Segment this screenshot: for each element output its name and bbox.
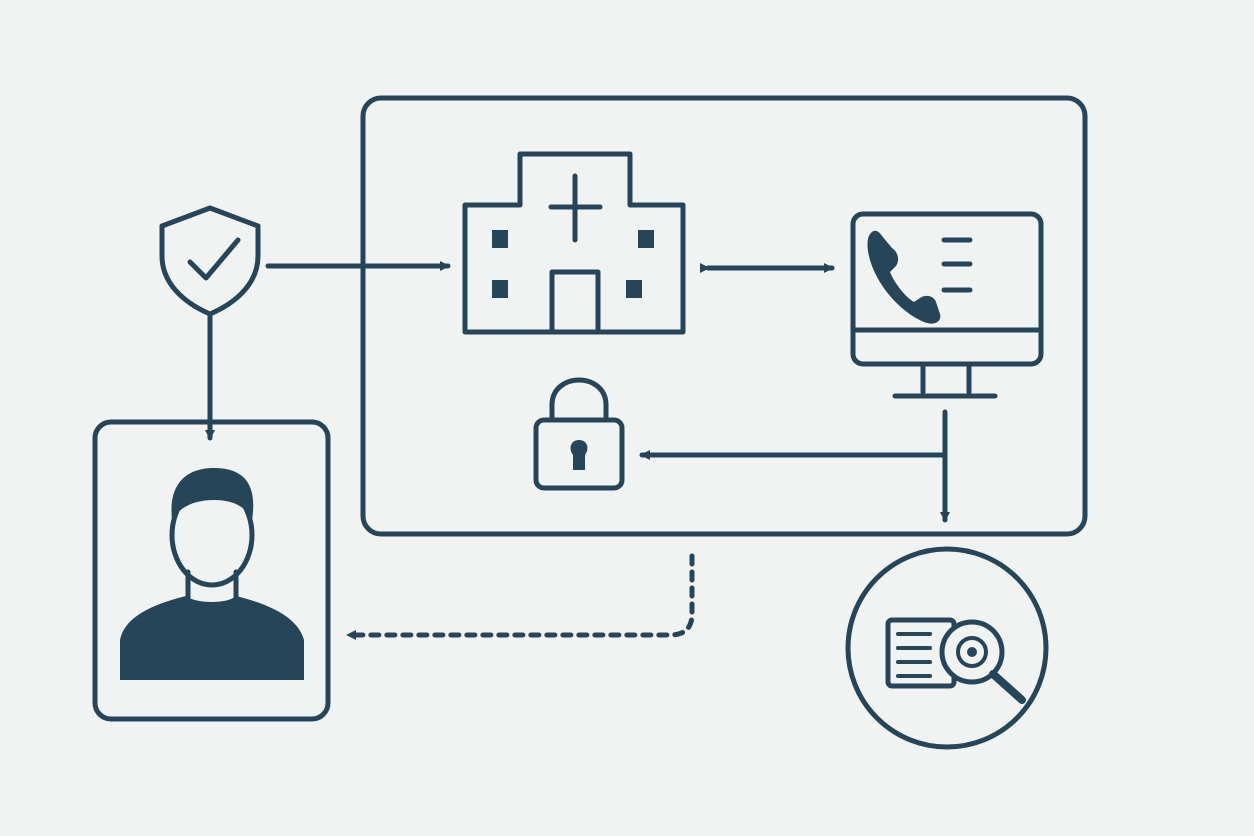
monitor-phone-icon[interactable] — [850, 211, 1044, 399]
shield-check-icon[interactable] — [159, 205, 261, 317]
padlock-icon[interactable] — [533, 377, 625, 491]
dashed-arrow-system-to-patient — [345, 553, 695, 640]
magnifier-document-icon[interactable] — [845, 546, 1049, 750]
person-icon[interactable] — [120, 468, 304, 680]
care-system-container — [360, 95, 1088, 537]
arrow-monitor-to-padlock — [639, 409, 948, 460]
hospital-icon[interactable] — [462, 151, 686, 335]
